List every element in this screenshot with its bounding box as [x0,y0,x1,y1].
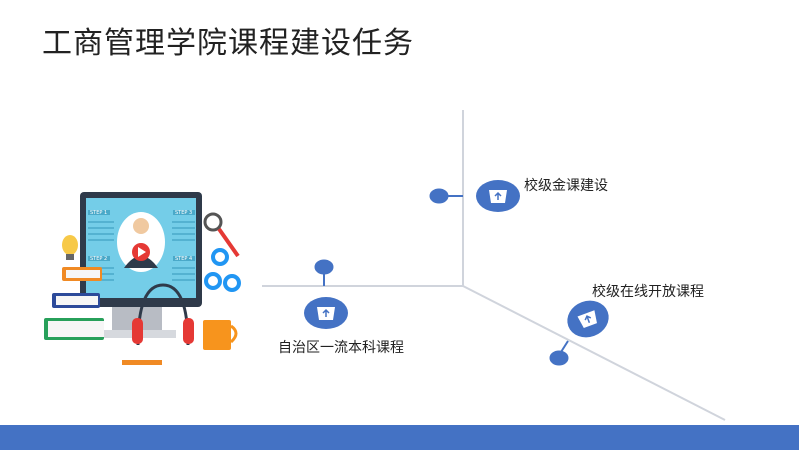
page-title: 工商管理学院课程建设任务 [42,26,414,61]
footer-bar [0,425,799,450]
item-label-gold-course: 校级金课建设 [524,178,608,194]
basket-upload-icon [476,180,520,212]
axis-lines [262,110,726,421]
basket-upload-icon [567,300,609,338]
connector-right [549,340,569,366]
elearning-illustration: STEP 1 STEP 3 STEP 2 STEP 4 [44,192,241,365]
step-label: STEP 4 [175,256,192,262]
step-label: STEP 3 [175,210,192,216]
connector-top [429,188,463,204]
connector-left [314,259,334,286]
basket-upload-icon [304,297,348,329]
item-label-regional-course: 自治区一流本科课程 [278,340,404,356]
item-label-online-course: 校级在线开放课程 [592,284,704,300]
step-label: STEP 1 [90,210,107,216]
step-label: STEP 2 [90,256,107,262]
